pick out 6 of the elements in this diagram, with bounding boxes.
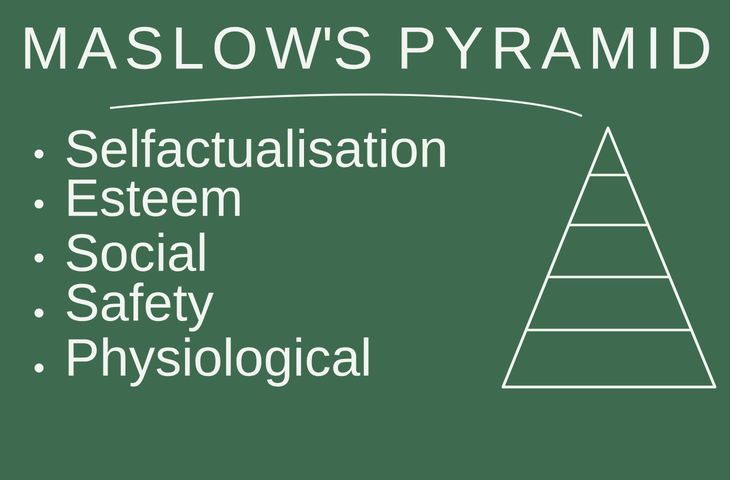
list-item: Selfactualisation: [66, 128, 445, 168]
list-item: Social: [66, 232, 204, 272]
title: MASLOW'S PYRAMID: [25, 26, 710, 70]
list-item: Esteem: [68, 180, 240, 216]
list-item: Physiological: [68, 337, 368, 387]
list-item: Safety: [66, 282, 214, 332]
